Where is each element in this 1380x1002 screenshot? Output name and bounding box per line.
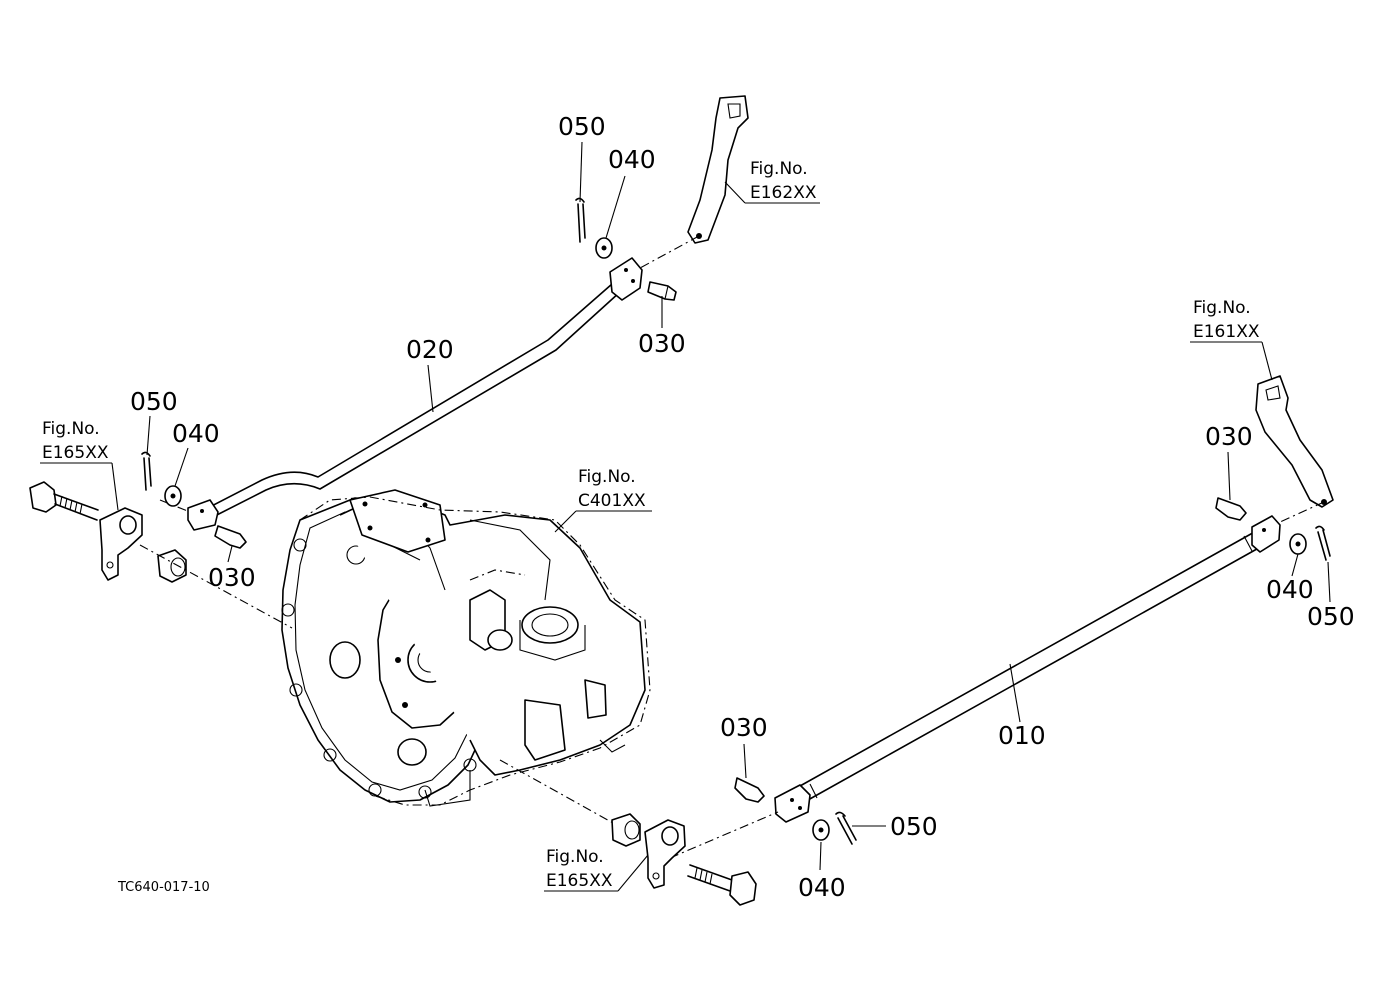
pin-right bbox=[1215, 497, 1247, 521]
pin-left bbox=[214, 525, 247, 549]
clevis-lower bbox=[774, 784, 811, 823]
cotter-lower bbox=[835, 811, 857, 845]
label-cotter-lower: 050 bbox=[890, 812, 938, 841]
washer-right bbox=[1289, 533, 1307, 555]
ref-e162-code: E162XX bbox=[750, 183, 817, 203]
label-washer-right: 040 bbox=[1266, 575, 1314, 604]
cotter-right bbox=[1315, 525, 1331, 561]
lever-e162 bbox=[639, 95, 749, 269]
pin-upper bbox=[647, 281, 677, 301]
washer-lower bbox=[812, 819, 830, 841]
cotter-left bbox=[141, 451, 152, 491]
clevis-right bbox=[1251, 515, 1281, 553]
clevis-upper bbox=[609, 257, 643, 301]
label-washer-lower: 040 bbox=[798, 873, 846, 902]
label-pin-right: 030 bbox=[1205, 422, 1253, 451]
rod-020 bbox=[199, 283, 621, 521]
lever-e161 bbox=[1255, 375, 1334, 523]
clevis-left bbox=[187, 499, 219, 531]
label-cotter-upper: 050 bbox=[558, 112, 606, 141]
label-washer-upper: 040 bbox=[608, 145, 656, 174]
ref-c401-prefix: Fig.No. bbox=[578, 467, 636, 487]
label-group: 050 040 030 020 050 040 030 030 040 050 … bbox=[40, 112, 1355, 902]
label-cotter-left: 050 bbox=[130, 387, 178, 416]
ref-c401-code: C401XX bbox=[578, 491, 646, 511]
label-cotter-right: 050 bbox=[1307, 602, 1355, 631]
label-pin-lower: 030 bbox=[720, 713, 768, 742]
ref-e165-left-code: E165XX bbox=[42, 443, 109, 463]
label-washer-left: 040 bbox=[172, 419, 220, 448]
transmission-housing bbox=[281, 489, 651, 807]
bracket-lower bbox=[499, 759, 779, 906]
washer-left bbox=[164, 485, 182, 507]
washer-upper bbox=[595, 237, 613, 259]
ref-e165-lower-code: E165XX bbox=[546, 871, 613, 891]
label-pin-upper: 030 bbox=[638, 329, 686, 358]
ref-e161-prefix: Fig.No. bbox=[1193, 298, 1251, 318]
label-pin-left: 030 bbox=[208, 563, 256, 592]
ref-e165-left-prefix: Fig.No. bbox=[42, 419, 100, 439]
diagram-code: TC640-017-10 bbox=[117, 880, 210, 895]
ref-e165-lower-prefix: Fig.No. bbox=[546, 847, 604, 867]
label-rod-upper: 020 bbox=[406, 335, 454, 364]
ref-e162-prefix: Fig.No. bbox=[750, 159, 808, 179]
pin-lower bbox=[734, 777, 765, 803]
cotter-upper bbox=[575, 197, 586, 243]
rod-010 bbox=[799, 529, 1265, 801]
label-rod-long: 010 bbox=[998, 721, 1046, 750]
bracket-left bbox=[29, 481, 293, 629]
ref-e161-code: E161XX bbox=[1193, 322, 1260, 342]
